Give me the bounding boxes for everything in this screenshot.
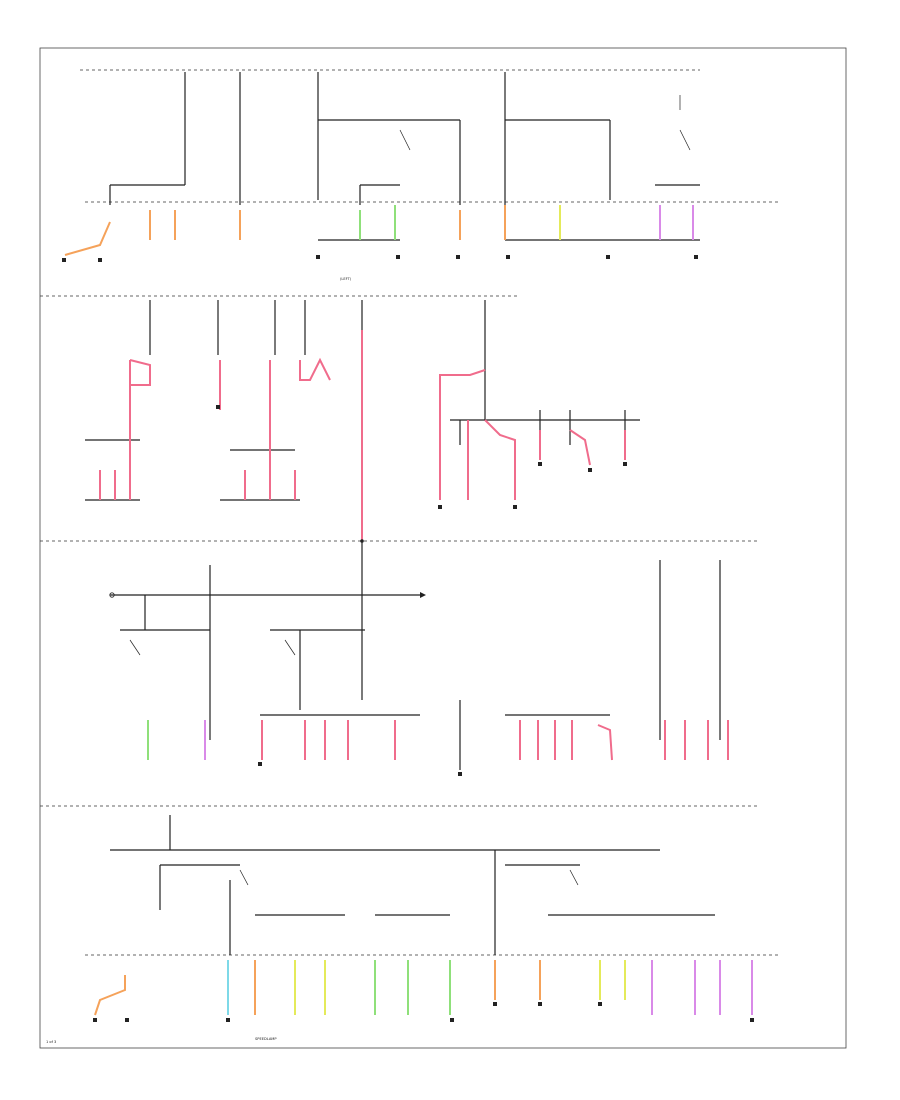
page-code: 1 of 3	[46, 1040, 56, 1044]
arrow-icon	[420, 592, 426, 598]
section-1-wiring	[64, 72, 700, 256]
section-4-wiring	[94, 815, 753, 1016]
splice-icon	[360, 539, 364, 543]
connector-icon	[109, 592, 115, 598]
ground-icon	[62, 255, 754, 1022]
section-2-wiring	[85, 300, 640, 541]
diagram-border	[39, 47, 847, 1049]
section-3-wiring	[110, 541, 729, 770]
section-1-caption: (LEFT)	[340, 277, 352, 281]
section-4-caption: SPEEDLAMP	[255, 1037, 277, 1041]
